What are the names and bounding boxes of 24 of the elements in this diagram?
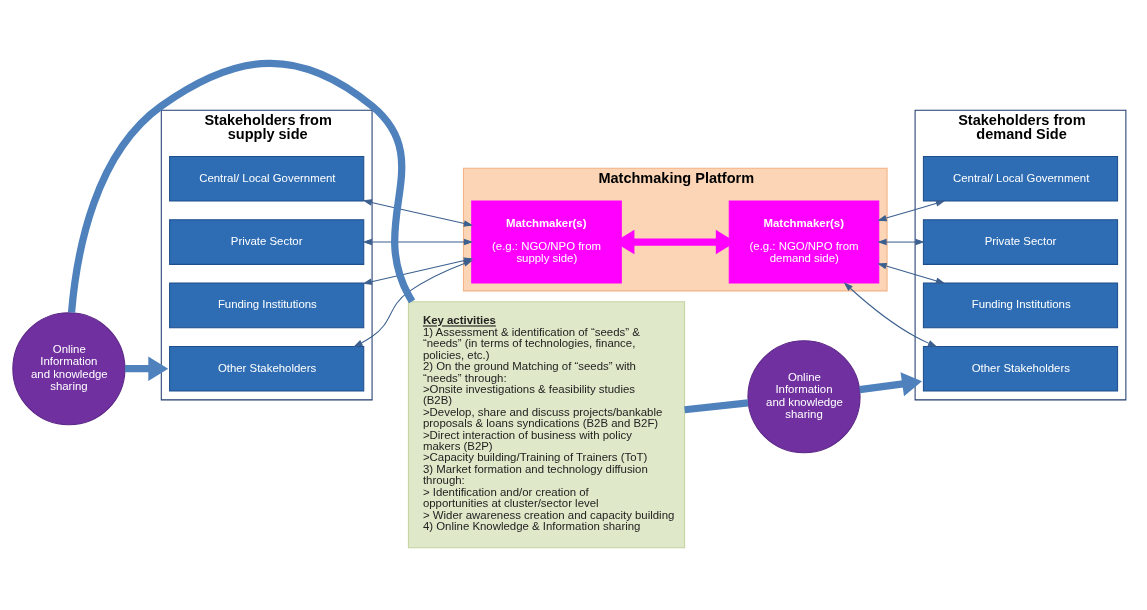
arrow — [362, 238, 474, 245]
node-box: Matchmaker(s) (e.g.: NGO/NPO from demand side) — [728, 200, 880, 284]
node-box: Matchmaker(s) (e.g.: NGO/NPO from supply side) — [471, 200, 622, 284]
node-box: Funding Institutions — [922, 282, 1119, 328]
node-box: Other Stakeholders — [922, 345, 1119, 392]
arrow — [353, 259, 473, 347]
node-circle: Online Information and knowledge sharing — [12, 311, 126, 425]
arrow — [877, 238, 925, 245]
arrow — [877, 199, 946, 221]
node-box: Funding Institutions — [169, 282, 365, 328]
arrow — [124, 356, 169, 381]
node-box: Central/ Local Government — [169, 155, 365, 202]
arrow — [362, 198, 474, 227]
node-circle: Online Information and knowledge sharing — [747, 339, 861, 453]
connector — [67, 59, 416, 313]
node-box: Central/ Local Government — [922, 155, 1119, 202]
connector — [684, 398, 749, 413]
node-box: Private Sector — [922, 218, 1119, 265]
arrow — [859, 371, 922, 396]
node-box: Other Stakeholders — [169, 345, 365, 392]
node-box: Private Sector — [169, 218, 365, 265]
arrow — [877, 262, 946, 284]
arrow — [843, 281, 938, 347]
node-box: Key activities 1) Assessment & identification of “seeds” & “needs” (in terms of technologies, finance, policies, etc.) 2) On the ground Matching of “seeds” with “needs” through: >Onsite investigations & feasibility studies (B2B) >Develop, share and discuss projects/bankable proposals & loans syndications (B2B and B2F) >Direct interaction of business with policy makers (B2P) >Capacity building/Training of Trainers (ToT) 3) Market formation and technology diffusion through: > Identification and/or creation of opportunities at cluster/sector level > Wider awareness creation and capacity building 4) Online Knowledge & Information sharing — [407, 300, 686, 548]
